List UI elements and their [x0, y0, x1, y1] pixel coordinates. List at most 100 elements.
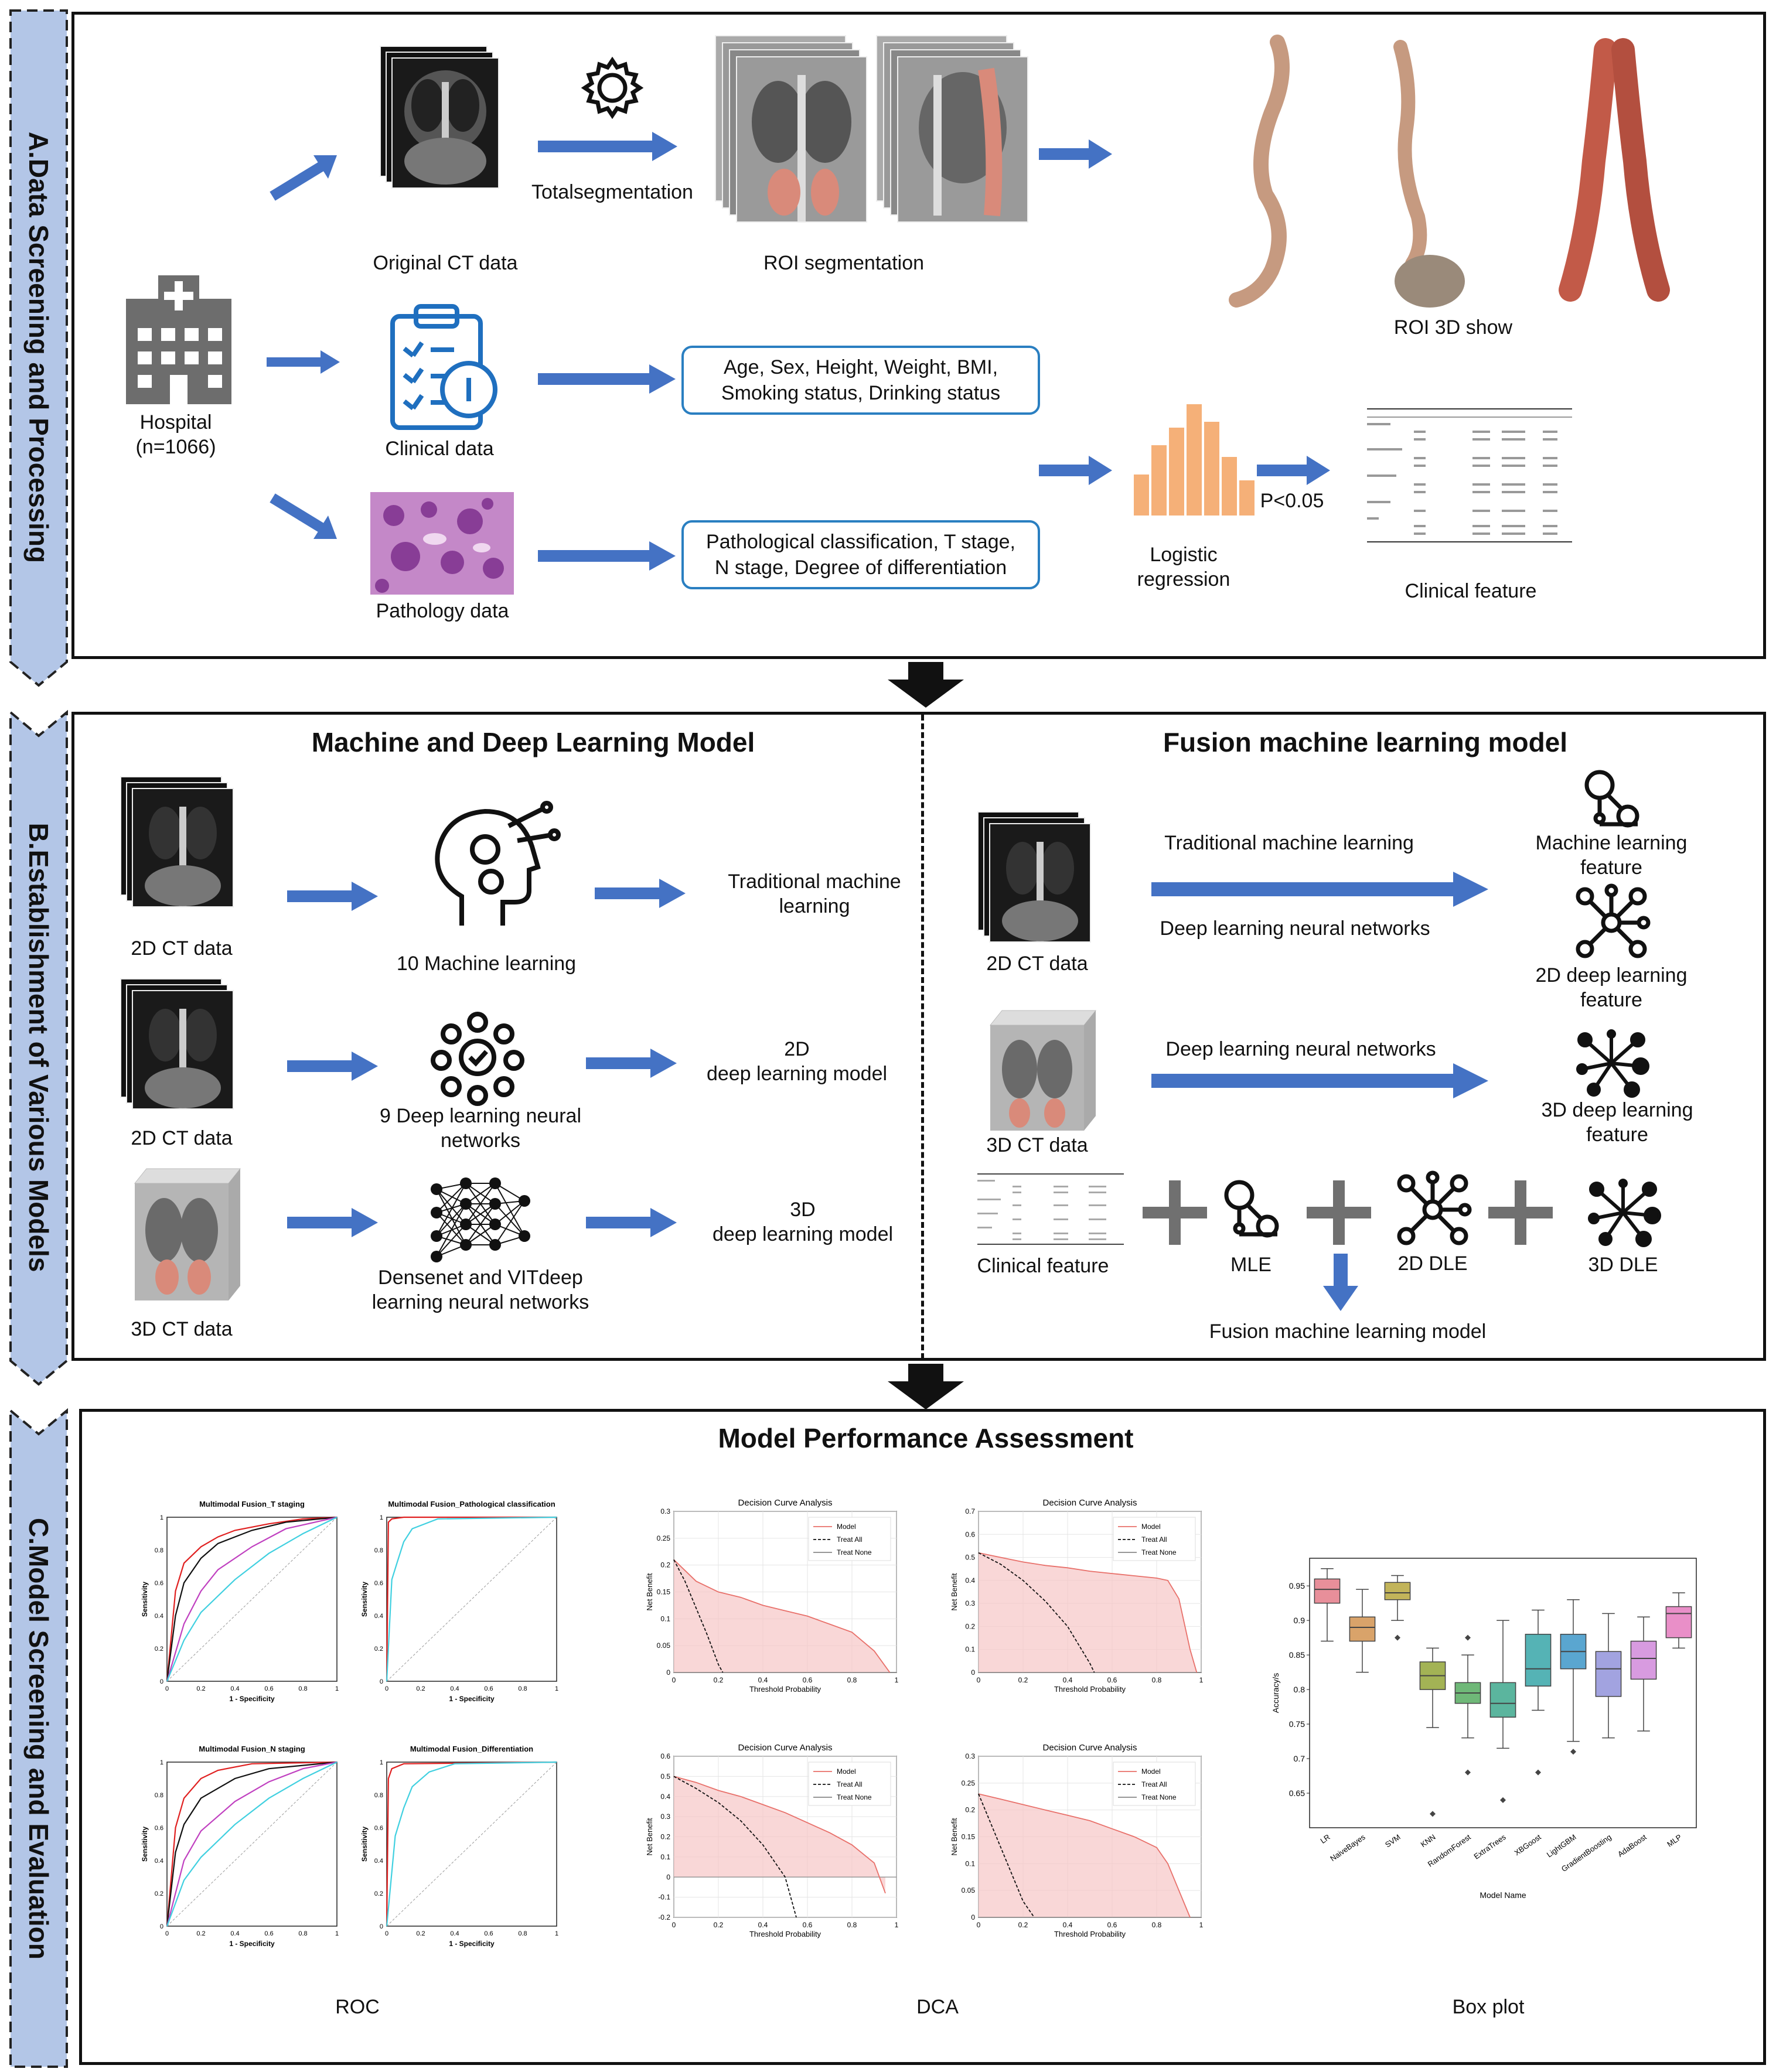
y-tick-label: 0.8: [374, 1792, 383, 1799]
p-value-label: P<0.05: [1260, 490, 1324, 512]
model-line: [673, 1776, 886, 1894]
y-axis-label: Sensitivity: [141, 1827, 149, 1862]
roc-chart-t-staging: Multimodal Fusion_T staging000.20.20.40.…: [141, 1500, 339, 1703]
y-tick-label: 0.2: [965, 1806, 975, 1814]
roi-segmentation-image-sagittal: [876, 35, 1034, 234]
b-ct2d-image-1: [120, 776, 237, 914]
legend-label-2: Treat None: [837, 1793, 872, 1801]
dle2d-icon: [1397, 1170, 1472, 1245]
y-tick-label: 0.1: [965, 1859, 975, 1868]
x-tick-label: 1: [335, 1685, 339, 1692]
y-tick-label: 0.6: [155, 1825, 163, 1832]
x-tick-label: 0: [385, 1685, 388, 1692]
x-tick-label: 0.8: [847, 1921, 857, 1929]
fusion-model-label: Fusion machine learning model: [1209, 1320, 1487, 1343]
y-tick-label: 0.2: [374, 1890, 383, 1897]
x-tick-label: 1: [555, 1930, 558, 1937]
arrow-icon-b2a: [287, 1052, 378, 1081]
x-tick-label: SVM: [1383, 1832, 1402, 1849]
roc-curve-2: [166, 1761, 338, 1927]
x-tick-label: 0.4: [230, 1685, 239, 1692]
plus-icon-2: [1307, 1180, 1371, 1245]
model-benefit-area: [674, 1559, 890, 1672]
y-tick-label: 0.3: [660, 1812, 670, 1821]
y-tick-label: -0.2: [658, 1913, 670, 1921]
logistic-label-2: regression: [1137, 568, 1230, 590]
b-right-ct3d-image: [989, 1010, 1097, 1131]
dl2d-label-1: 2D: [784, 1038, 810, 1060]
roc-curve-0: [386, 1516, 557, 1682]
b-right-ct3d-label: 3D CT data: [986, 1134, 1088, 1156]
b-clinical-feature-image: [977, 1173, 1124, 1245]
pathology-variables-box: Pathological classification, T stage, N …: [681, 520, 1040, 589]
y-tick-label: 0.7: [965, 1507, 975, 1515]
x-tick-label: XBGoost: [1512, 1832, 1543, 1857]
y-tick-label: 0.7: [1294, 1754, 1305, 1763]
diagonal-reference-line: [166, 1762, 338, 1927]
x-tick-label: 0.8: [518, 1685, 527, 1692]
b-ct2d-label-1: 2D CT data: [131, 937, 233, 960]
plot-frame: [166, 1517, 338, 1682]
hospital-icon: [126, 275, 231, 404]
arrow-icon-seg-3d: [1039, 139, 1112, 169]
x-tick-label: 1: [1199, 1921, 1204, 1929]
roc-curve-1: [166, 1761, 338, 1927]
boxplot-caption: Box plot: [1452, 1996, 1525, 2018]
x-tick-label: 0.2: [1018, 1921, 1028, 1929]
model-benefit-area: [979, 1552, 1197, 1672]
y-axis-label: Sensitivity: [360, 1582, 369, 1617]
sidebar-c: C.Model Screening and Evaluation: [6, 1406, 71, 2071]
x-tick-label: 0.4: [1063, 1676, 1073, 1684]
logistic-label-1: Logistic: [1150, 544, 1218, 566]
histogram-icon: [1134, 404, 1255, 516]
clinical-data-label: Clinical data: [385, 438, 494, 460]
clinical-feature-label: Clinical feature: [1405, 580, 1537, 602]
model-benefit-area: [979, 1794, 1190, 1917]
b-ct2d-image-2: [120, 978, 237, 1116]
plot-frame: [386, 1762, 557, 1927]
gear-icon: [581, 56, 644, 120]
model-line: [673, 1559, 891, 1673]
legend-label-2: Treat None: [1141, 1793, 1177, 1801]
arrow-icon-b3b: [586, 1208, 677, 1237]
plot-frame: [166, 1762, 338, 1927]
panel-c: [79, 1409, 1766, 2065]
y-tick-label: 0.1: [660, 1614, 670, 1623]
arrow-icon-r1: [1151, 872, 1488, 907]
dl3d-feature-icon: [1576, 1029, 1649, 1098]
chart-title: Multimodal Fusion_Pathological classific…: [388, 1500, 555, 1508]
x-tick-label: 0: [165, 1930, 169, 1937]
x-tick-label: 0.4: [758, 1921, 768, 1929]
dle3d-icon: [1588, 1179, 1661, 1247]
b-clinical-feature-label: Clinical feature: [977, 1255, 1109, 1277]
arrow-icon-r2: [1151, 1063, 1488, 1098]
mle-label: MLE: [1230, 1254, 1272, 1276]
box-NaiveBayes: [1349, 1616, 1376, 1642]
arrow-icon-clinical: [538, 364, 676, 394]
dle3d-label: 3D DLE: [1588, 1254, 1658, 1276]
chart-title: Multimodal Fusion_T staging: [199, 1500, 305, 1508]
arrow-icon-logistic-feature: [1257, 456, 1330, 485]
y-tick-label: 0.5: [965, 1554, 975, 1562]
chart-title: Decision Curve Analysis: [738, 1743, 833, 1753]
plus-icon-3: [1488, 1180, 1553, 1245]
arrow-icon-pathology: [538, 541, 676, 571]
dl3d-label-2: deep learning model: [712, 1223, 894, 1245]
dca-chart-2: Decision Curve Analysis00.10.20.30.40.50…: [950, 1498, 1204, 1694]
roc-curve-3: [166, 1762, 338, 1927]
sidebar-a: A.Data Screening and Processing: [6, 6, 71, 688]
x-axis-label: 1 - Specificity: [229, 1695, 275, 1703]
x-tick-label: 0.6: [1107, 1921, 1117, 1929]
y-axis-label: Net Benefit: [950, 1573, 959, 1611]
y-tick-label: 0.8: [155, 1792, 163, 1799]
legend-label-1: Treat All: [837, 1535, 863, 1544]
box-plot-chart: 0.650.70.750.80.850.90.95Accuracy/sLRNai…: [1271, 1558, 1697, 1900]
diagonal-reference-line: [166, 1517, 338, 1682]
down-arrow-icon-bc: [888, 1364, 964, 1409]
y-tick-label: 0: [380, 1923, 383, 1930]
y-tick-label: 0.6: [374, 1825, 383, 1832]
clinical-box-line1: Age, Sex, Height, Weight, BMI,: [723, 356, 998, 378]
clinical-variables-box: Age, Sex, Height, Weight, BMI, Smoking s…: [681, 346, 1040, 415]
x-axis-label: Threshold Probability: [1054, 1930, 1126, 1938]
totalsegmentation-label: Totalsegmentation: [531, 181, 693, 203]
